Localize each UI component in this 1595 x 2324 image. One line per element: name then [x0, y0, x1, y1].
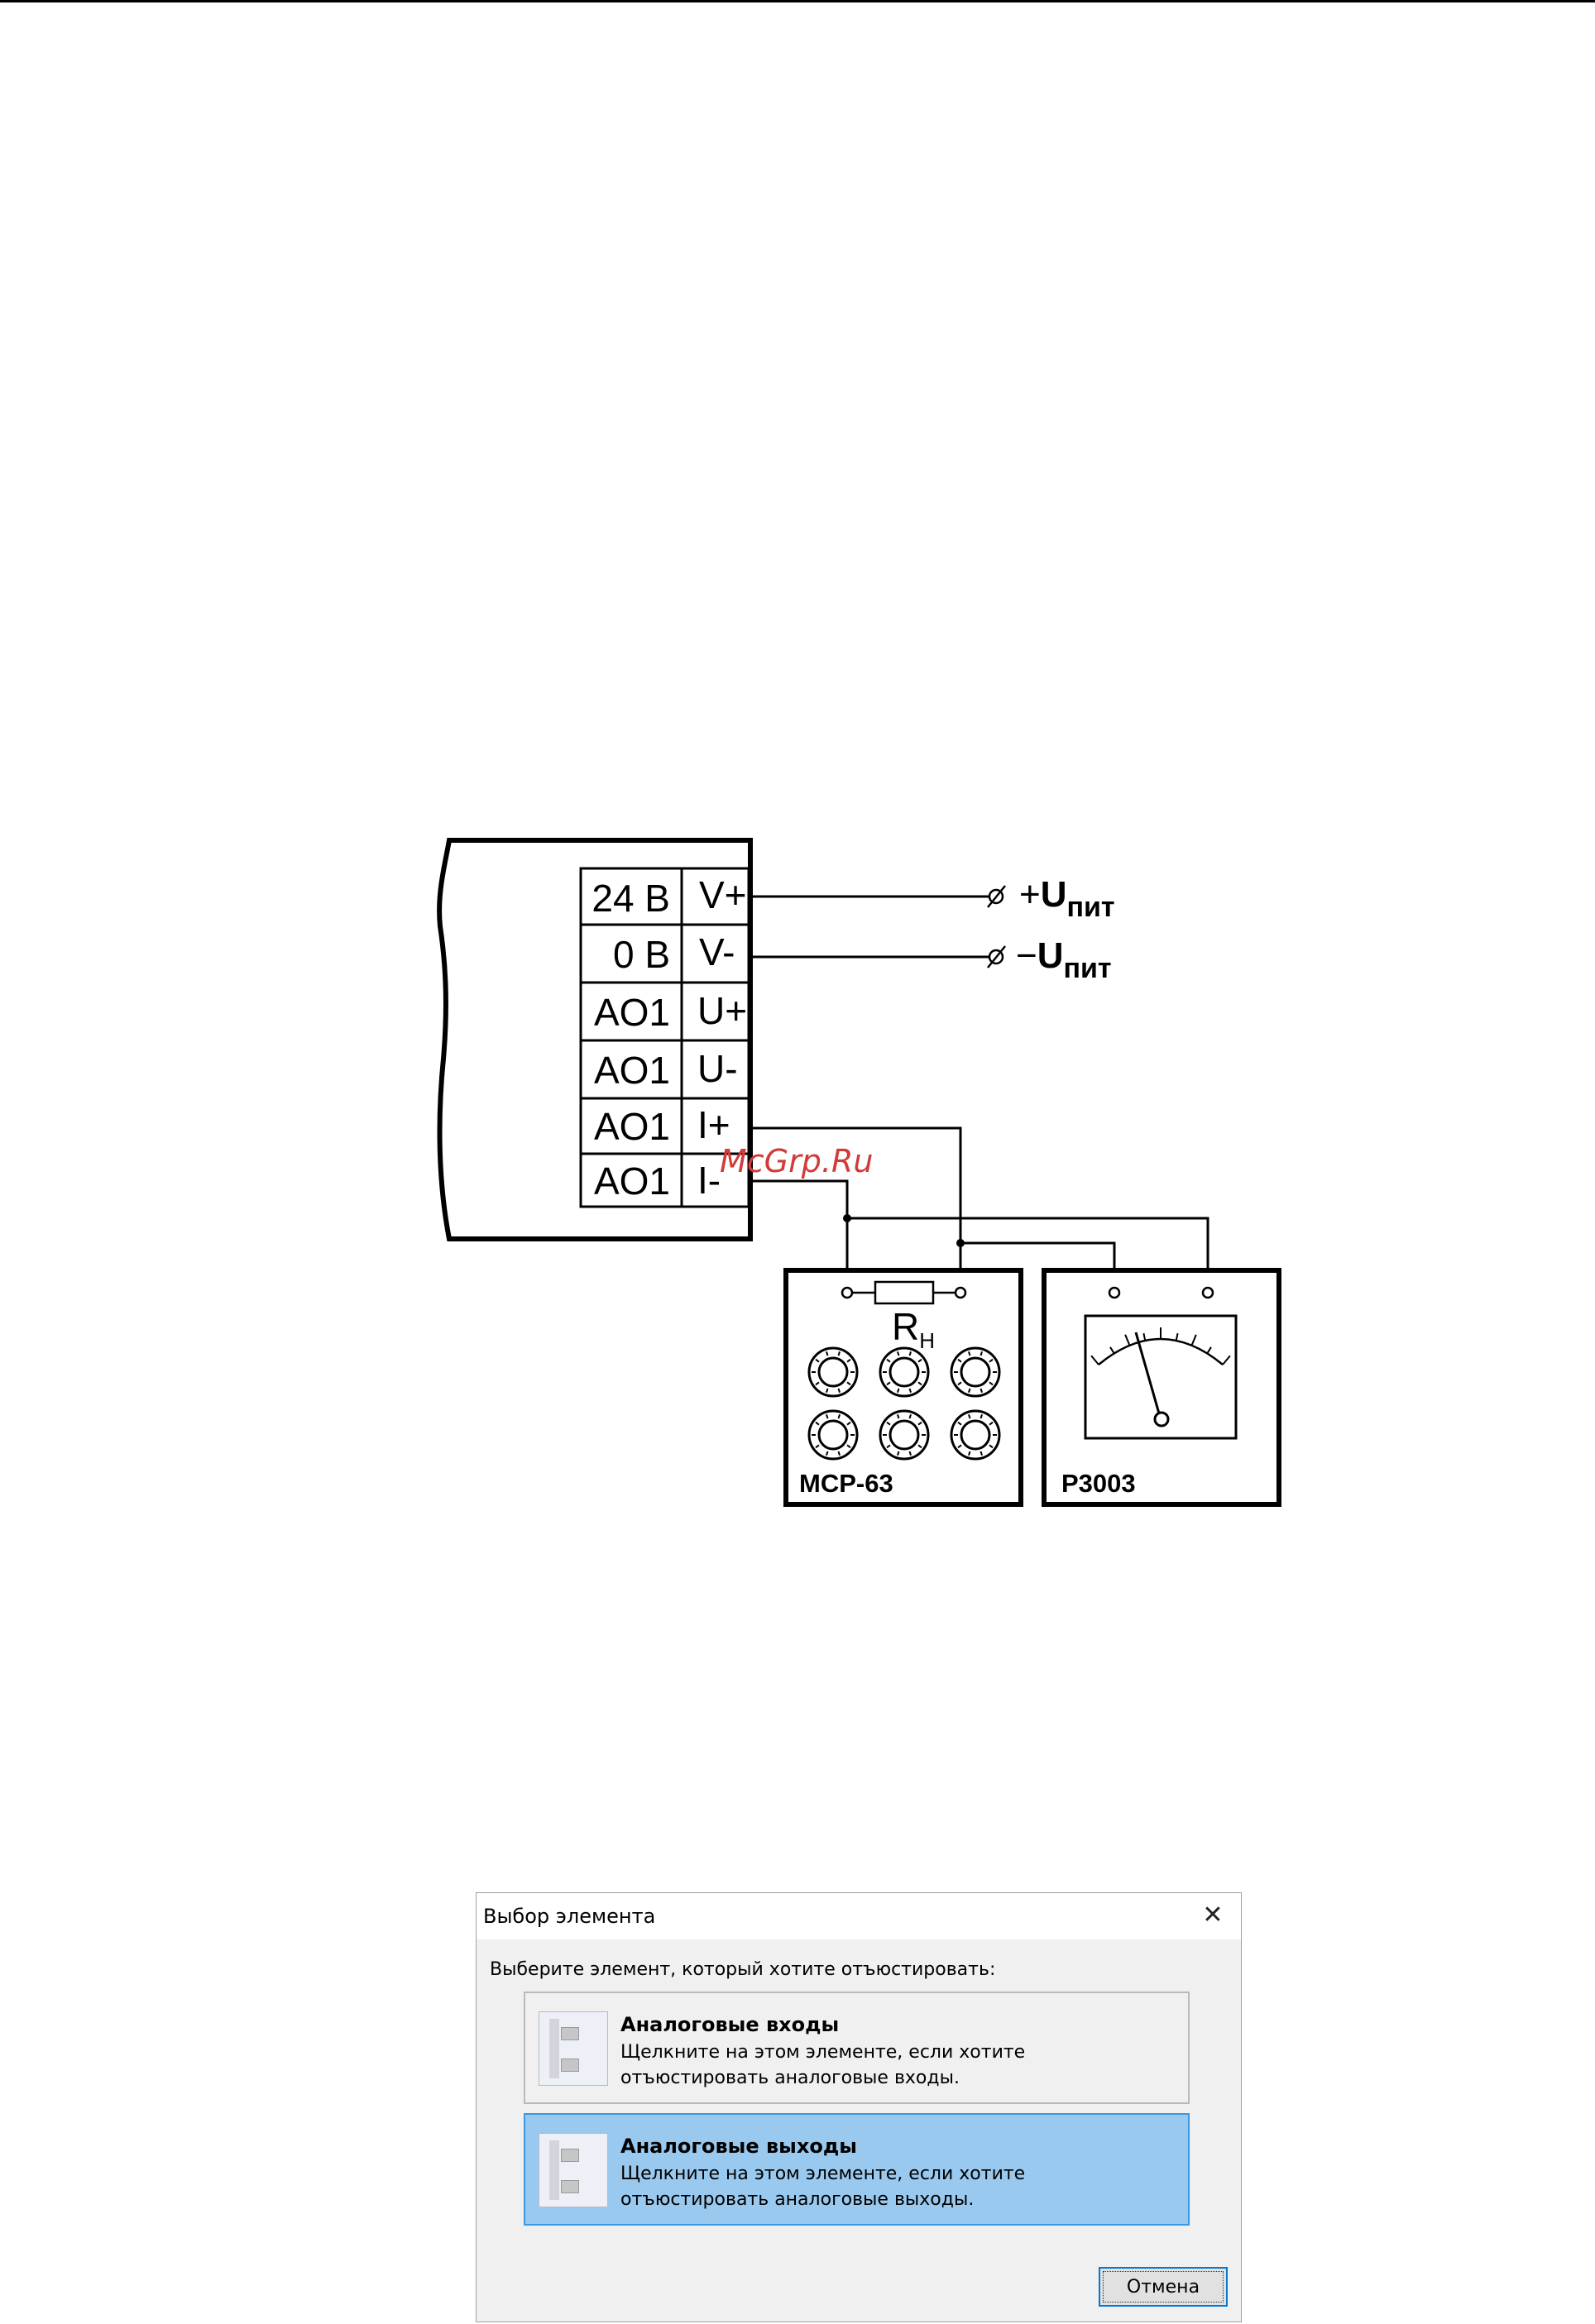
meter-tick [1175, 1332, 1179, 1341]
page-top-rule [0, 0, 1595, 2]
terminal-1-left: 24 В [592, 877, 670, 920]
terminal-3-left: AO1 [594, 991, 670, 1034]
meter-needle-pivot [1153, 1411, 1170, 1427]
terminal-4-left: AO1 [594, 1049, 670, 1092]
meter-dial [1084, 1314, 1238, 1440]
option-analog-inputs[interactable]: Аналоговые входы Щелкните на этом элемен… [524, 1992, 1190, 2104]
terminal-2-right: V- [699, 930, 735, 973]
meter-tick [1090, 1355, 1099, 1365]
option-analog-inputs-title: Аналоговые входы [620, 2013, 840, 2036]
option-analog-inputs-description: Щелкните на этом элементе, если хотите о… [620, 2042, 1026, 2088]
decade-knob-6 [950, 1409, 1001, 1461]
meter-tick [1124, 1334, 1131, 1346]
wiring-diagram: 24 В V+ 0 В V- AO1 U+ AO1 U- AO1 I+ AO1 … [437, 838, 1281, 1507]
decade-knob-4 [807, 1409, 859, 1461]
cancel-button[interactable]: Отмена [1099, 2267, 1228, 2307]
meter-needle [1134, 1332, 1162, 1420]
meter-tick [1190, 1334, 1197, 1346]
decade-knob-3 [950, 1346, 1001, 1398]
option-analog-outputs-title: Аналоговые выходы [620, 2135, 857, 2158]
dialog-prompt: Выберите элемент, который хотите отъюсти… [490, 1959, 996, 1980]
supply-minus-terminal [987, 945, 1006, 968]
meter-label: Р3003 [1061, 1469, 1136, 1498]
junction-node-1 [843, 1214, 851, 1222]
decade-knobs [807, 1346, 1001, 1461]
decade-knob-1 [807, 1346, 859, 1398]
supply-minus-sign: − [1016, 935, 1037, 976]
terminal-4-right: U- [697, 1047, 738, 1090]
analog-inputs-icon [539, 2011, 608, 2086]
supply-plus-subscript: пит [1066, 892, 1114, 923]
terminal-5-right: I+ [697, 1103, 730, 1146]
close-icon[interactable]: ✕ [1202, 1901, 1224, 1929]
option-analog-outputs-description: Щелкните на этом элементе, если хотите о… [620, 2164, 1026, 2210]
analog-outputs-icon [539, 2133, 608, 2207]
meter-tick [1222, 1355, 1231, 1365]
decade-knob-5 [879, 1409, 930, 1461]
terminal-3-right: U+ [697, 989, 747, 1032]
junction-node-2 [956, 1239, 965, 1247]
supply-plus-terminal [987, 885, 1006, 908]
meter-tick [1142, 1332, 1147, 1341]
option-analog-outputs[interactable]: Аналоговые выходы Щелкните на этом элеме… [524, 2113, 1190, 2226]
terminal-2-left: 0 В [613, 933, 670, 976]
meter-terminal-1 [1108, 1286, 1121, 1299]
supply-wires [750, 895, 989, 959]
dialog-title: Выбор элемента [483, 1905, 656, 1928]
supply-plus-label: +Uпит [1019, 874, 1115, 923]
supply-minus-subscript: пит [1063, 953, 1111, 984]
terminal-6-left: AO1 [594, 1160, 670, 1203]
watermark: McGrp.Ru [720, 1143, 873, 1179]
terminal-block [579, 867, 750, 1208]
terminal-1-right: V+ [699, 873, 747, 916]
terminal-labels: 24 В V+ 0 В V- AO1 U+ AO1 U- AO1 I+ AO1 … [592, 873, 747, 1203]
resistor-box [783, 1268, 1023, 1507]
resistor-label: RН [892, 1305, 935, 1353]
meter-tick [1109, 1346, 1115, 1354]
meter-tick [1206, 1346, 1212, 1354]
supply-minus-symbol: U [1037, 935, 1064, 976]
resistor-symbol [841, 1280, 967, 1305]
supply-minus-label: −Uпит [1016, 935, 1112, 984]
resistor-label-subscript: Н [919, 1328, 935, 1353]
supply-plus-symbol: U [1041, 874, 1067, 915]
terminal-5-left: AO1 [594, 1105, 670, 1148]
decade-knob-2 [879, 1346, 930, 1398]
resistor-box-label: МСР-63 [799, 1469, 893, 1498]
resistor-label-symbol: R [892, 1305, 919, 1348]
dialog-titlebar: Выбор элемента ✕ [477, 1893, 1241, 1939]
supply-plus-sign: + [1019, 874, 1041, 915]
meter-scale-ticks [1090, 1327, 1231, 1365]
meter-terminal-2 [1201, 1286, 1214, 1299]
terminal-6-right: I- [697, 1159, 721, 1202]
select-element-dialog: Выбор элемента ✕ Выберите элемент, котор… [476, 1892, 1242, 2322]
meter-box [1042, 1268, 1281, 1507]
